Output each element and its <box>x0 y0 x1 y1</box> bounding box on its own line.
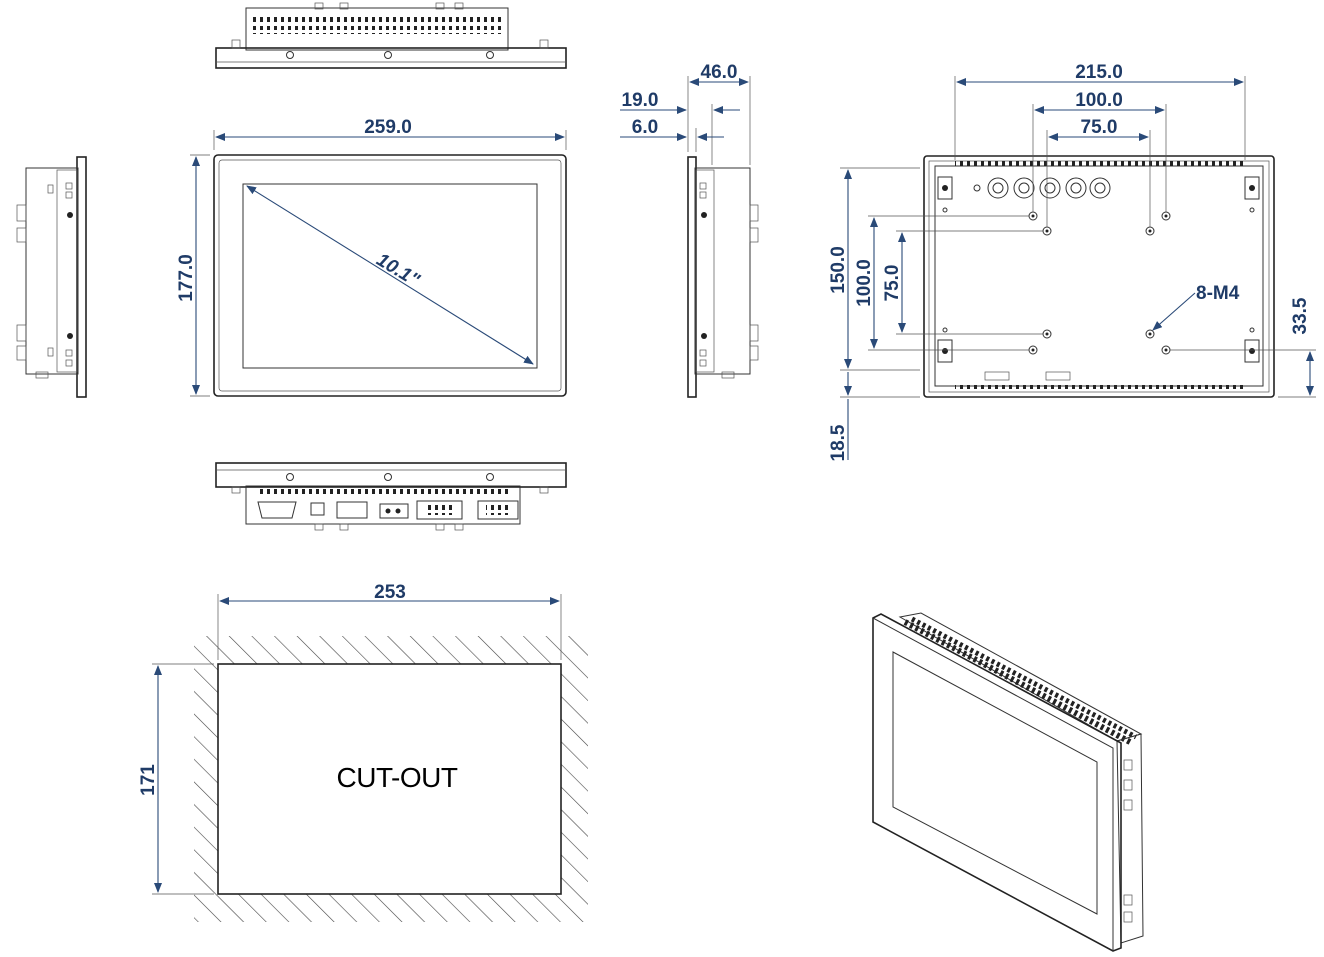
rear-75-h-label: 75.0 <box>1081 117 1118 138</box>
rear-100-h-label: 100.0 <box>1075 90 1123 111</box>
rear-185-label: 18.5 <box>828 424 849 461</box>
right-side-view: 46.0 19.0 6.0 <box>620 62 759 398</box>
rear-215-label: 215.0 <box>1075 62 1123 83</box>
rear-100-v-label: 100.0 <box>854 259 875 307</box>
front-view: 10.1" 259.0 177.0 <box>176 117 567 397</box>
cutout-width-label: 253 <box>374 582 406 603</box>
cutout-view: CUT-OUT 253 171 <box>138 582 588 922</box>
cutout-height-label: 171 <box>138 764 159 796</box>
rear-view: 215.0 100.0 75.0 150.0 100.0 75.0 33.5 1… <box>828 62 1316 461</box>
cutout-label: CUT-OUT <box>337 762 458 793</box>
left-side-view <box>16 156 87 398</box>
bottom-view <box>215 462 567 531</box>
isometric-view <box>872 612 1144 952</box>
side-19-label: 19.0 <box>622 90 659 111</box>
rear-150-label: 150.0 <box>828 246 849 294</box>
side-6-label: 6.0 <box>632 117 658 138</box>
screw-spec-label: 8-M4 <box>1196 283 1240 304</box>
diagonal-label: 10.1" <box>373 249 424 291</box>
front-height-label: 177.0 <box>176 254 197 302</box>
rear-335-label: 33.5 <box>1290 297 1311 334</box>
rear-75-v-label: 75.0 <box>882 265 903 302</box>
top-view <box>215 2 567 69</box>
depth-label: 46.0 <box>701 62 738 83</box>
front-width-label: 259.0 <box>364 117 412 138</box>
